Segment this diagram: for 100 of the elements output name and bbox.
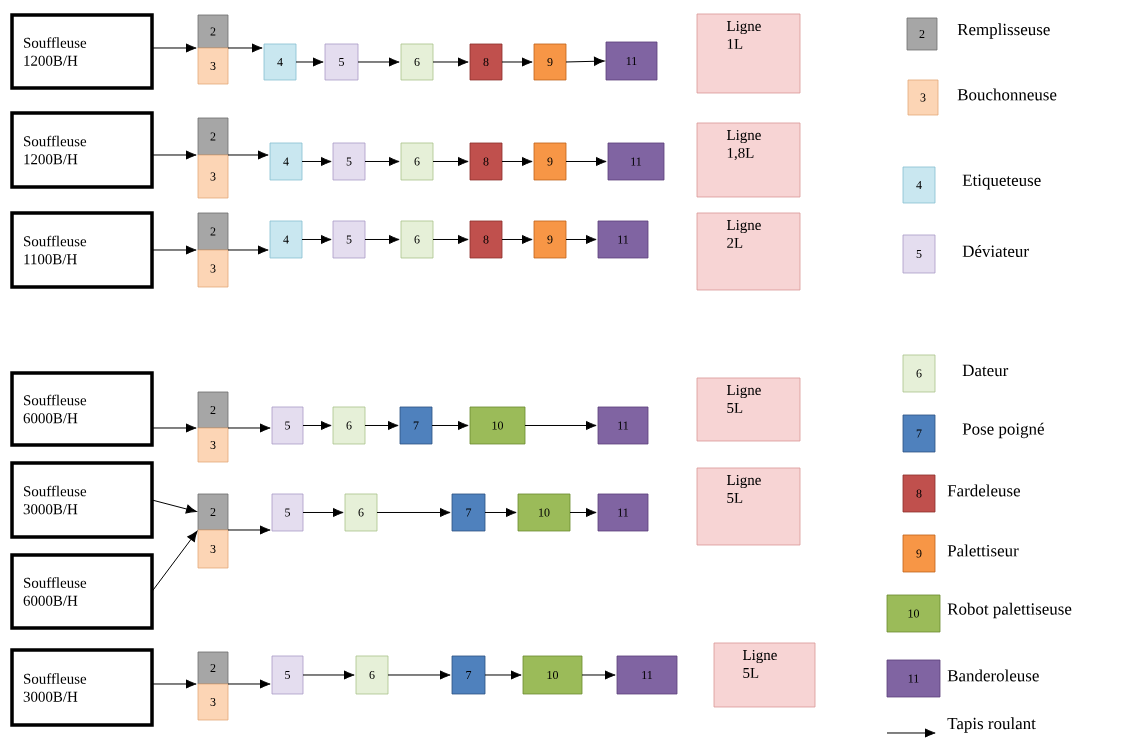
arrow	[151, 679, 197, 689]
arrow	[431, 420, 469, 431]
arrow	[565, 234, 597, 245]
line-label-box: Ligne 2L	[696, 212, 801, 291]
machine-box: 5	[332, 220, 366, 259]
machine-box: 4	[269, 220, 303, 259]
arrow	[357, 57, 400, 67]
machine-box: 8	[469, 43, 503, 81]
arrow	[151, 423, 197, 433]
arrow	[227, 423, 271, 433]
arrow	[302, 420, 332, 431]
legend-label: Tapis roulant	[947, 717, 1036, 733]
machine-box: 6	[400, 220, 434, 259]
arrow	[227, 525, 271, 535]
machine-name: Déviateur	[962, 245, 1029, 257]
arrow	[387, 670, 451, 680]
machine-box: 8	[469, 220, 503, 259]
arrow	[565, 156, 607, 167]
machine-box: 9	[533, 142, 567, 181]
arrow	[151, 150, 197, 160]
machine-box: 9	[533, 43, 567, 81]
machine-box: 5	[271, 406, 304, 445]
arrow	[301, 156, 332, 167]
machine-box: 4	[269, 142, 303, 181]
arrow	[295, 57, 324, 67]
machine-name: Robot palettiseuse	[947, 602, 1072, 619]
machine-box: 5	[332, 142, 366, 181]
arrow	[484, 670, 522, 680]
arrow	[501, 234, 533, 245]
machine-name: Etiqueteuse	[962, 174, 1041, 190]
machine-box: 11	[597, 493, 649, 532]
machine-box: 5	[324, 43, 359, 81]
machine-box: 3	[197, 683, 229, 721]
arrow	[227, 679, 271, 689]
blower-box: Souffleuse 3000B/H	[10, 461, 154, 539]
machine-box: 3	[197, 47, 229, 85]
blower-box: Souffleuse 6000B/H	[10, 371, 154, 447]
machine-box: 6	[332, 406, 366, 445]
arrow	[227, 43, 263, 53]
machine-box: 4	[263, 43, 297, 81]
blower-box: Souffleuse 3000B/H	[10, 648, 154, 727]
arrow	[501, 57, 533, 67]
line-label-box: Ligne 1,8L	[696, 122, 801, 198]
machine-box: 10	[469, 406, 526, 445]
machine-name: Fardeleuse	[947, 484, 1020, 497]
blower-box: Souffleuse 6000B/H	[10, 553, 154, 630]
arrow	[151, 245, 197, 255]
machine-box: 5	[271, 493, 304, 532]
machine-name: Palettiseur	[947, 544, 1019, 557]
machine-box: 5	[271, 655, 304, 695]
machine-box: 2	[197, 212, 229, 251]
machine-box: 7	[451, 655, 486, 695]
arrow	[581, 670, 616, 680]
machine-box: 3	[197, 427, 229, 463]
machine-name: Banderoleuse	[947, 669, 1039, 682]
machine-box: 8	[469, 142, 503, 181]
machine-name: Dateur	[962, 364, 1009, 377]
arrow	[432, 156, 469, 167]
arrow	[364, 420, 399, 431]
machine-name: Remplisseuse	[957, 23, 1050, 39]
arrow	[432, 234, 469, 245]
machine-box: 3	[197, 249, 229, 288]
machine-box: 6	[344, 493, 378, 532]
machine-box: 11	[597, 220, 649, 259]
machine-box: 7	[399, 406, 433, 445]
machine-box: 10	[522, 655, 583, 695]
machine-box: 2	[197, 651, 229, 685]
arrow	[227, 245, 269, 255]
machine-box: 6	[355, 655, 389, 695]
machine-box: 2	[197, 493, 229, 531]
machine-box: 3	[197, 529, 229, 569]
blower-box: Souffleuse 1100B/H	[10, 211, 154, 289]
arrow	[364, 234, 400, 245]
machine-box: 2	[197, 14, 229, 49]
arrow	[151, 531, 198, 592]
line-label-box: Ligne 5L	[696, 467, 801, 546]
machine-box: 3	[197, 154, 229, 199]
machine-box: 11	[607, 142, 665, 181]
arrow	[227, 150, 269, 160]
arrow	[151, 499, 197, 514]
machine-box: 2	[197, 391, 229, 429]
arrow	[151, 43, 197, 53]
arrow	[484, 507, 517, 518]
blower-box: Souffleuse 1200B/H	[10, 13, 154, 90]
machine-name: Pose poigné	[962, 422, 1044, 439]
arrow	[569, 507, 597, 518]
arrow	[302, 670, 355, 680]
line-label-box: Ligne 1L	[696, 13, 801, 94]
blower-box: Souffleuse 1200B/H	[10, 111, 154, 189]
arrow	[302, 507, 344, 518]
machine-box: 6	[400, 142, 434, 181]
line-label-box: Ligne 5L	[713, 642, 816, 708]
machine-box: 9	[533, 220, 567, 259]
arrow	[565, 56, 605, 66]
machine-box: 11	[605, 41, 658, 81]
machine-box: 10	[517, 493, 571, 532]
line-label-box: Ligne 5L	[696, 377, 801, 442]
machine-name: Bouchonneuse	[957, 88, 1057, 101]
machine-box: 6	[400, 43, 434, 81]
arrow	[524, 420, 597, 431]
